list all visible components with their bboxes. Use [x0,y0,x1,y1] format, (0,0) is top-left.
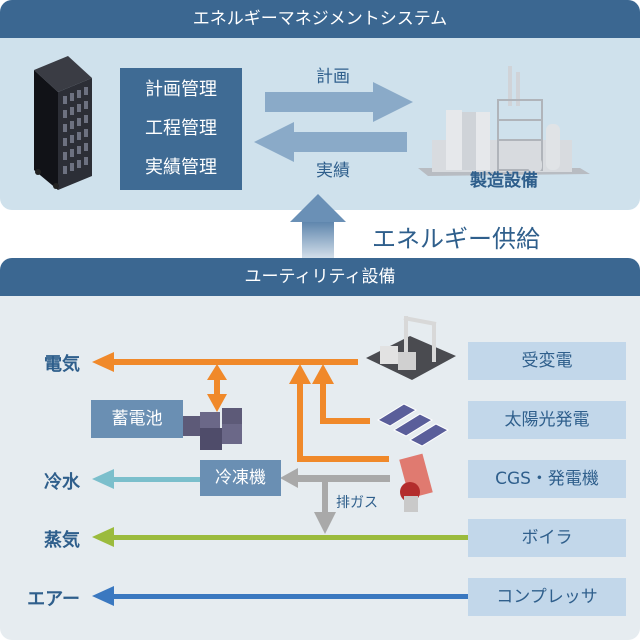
result-arrow-label: 実績 [316,161,350,181]
solar-panel-icon [376,403,450,447]
plan-arrow-label: 計画 [316,67,350,87]
server-icon [34,56,92,190]
output-electricity: 電気 [44,354,80,375]
electricity-line [92,352,358,372]
plan-arrow [265,82,413,122]
module-plan-management: 計画管理 [120,68,242,112]
exhaust-gas-arrow [280,468,390,534]
factory-label: 製造設備 [470,171,538,191]
factory-icon [418,66,590,176]
module-process-management: 工程管理 [120,107,242,151]
module-result-management: 実績管理 [120,146,242,190]
utility-title: ユーティリティ設備 [0,258,640,296]
source-cgs-generator: CGS・発電機 [468,460,626,498]
chiller-label: 冷凍機 [200,460,281,496]
source-compressor: コンプレッサ [468,578,626,616]
source-solar-power: 太陽光発電 [468,401,626,439]
exhaust-gas-label: 排ガス [336,495,378,511]
utility-panel: ユーティリティ設備 [0,258,640,640]
output-chilled-water: 冷水 [44,472,80,493]
substation-icon [366,316,456,380]
energy-supply-arrow [290,194,346,262]
battery-link-arrow [207,364,227,412]
cgs-to-electricity-arrow [289,364,389,462]
source-substation: 受変電 [468,342,626,380]
result-arrow [254,122,407,162]
generator-icon [399,453,433,512]
steam-line [92,527,470,547]
energy-supply-label: エネルギー供給 [372,225,540,253]
source-boiler: ボイラ [468,519,626,557]
output-air: エアー [27,589,80,610]
air-line [92,586,470,606]
battery-icon [180,408,242,450]
ems-panel: エネルギーマネジメントシステム [0,0,640,210]
solar-to-electricity-arrow [312,364,370,424]
battery-label: 蓄電池 [91,400,183,438]
output-steam: 蒸気 [44,530,80,551]
chilled-water-line [92,469,200,489]
ems-title: エネルギーマネジメントシステム [0,0,640,38]
